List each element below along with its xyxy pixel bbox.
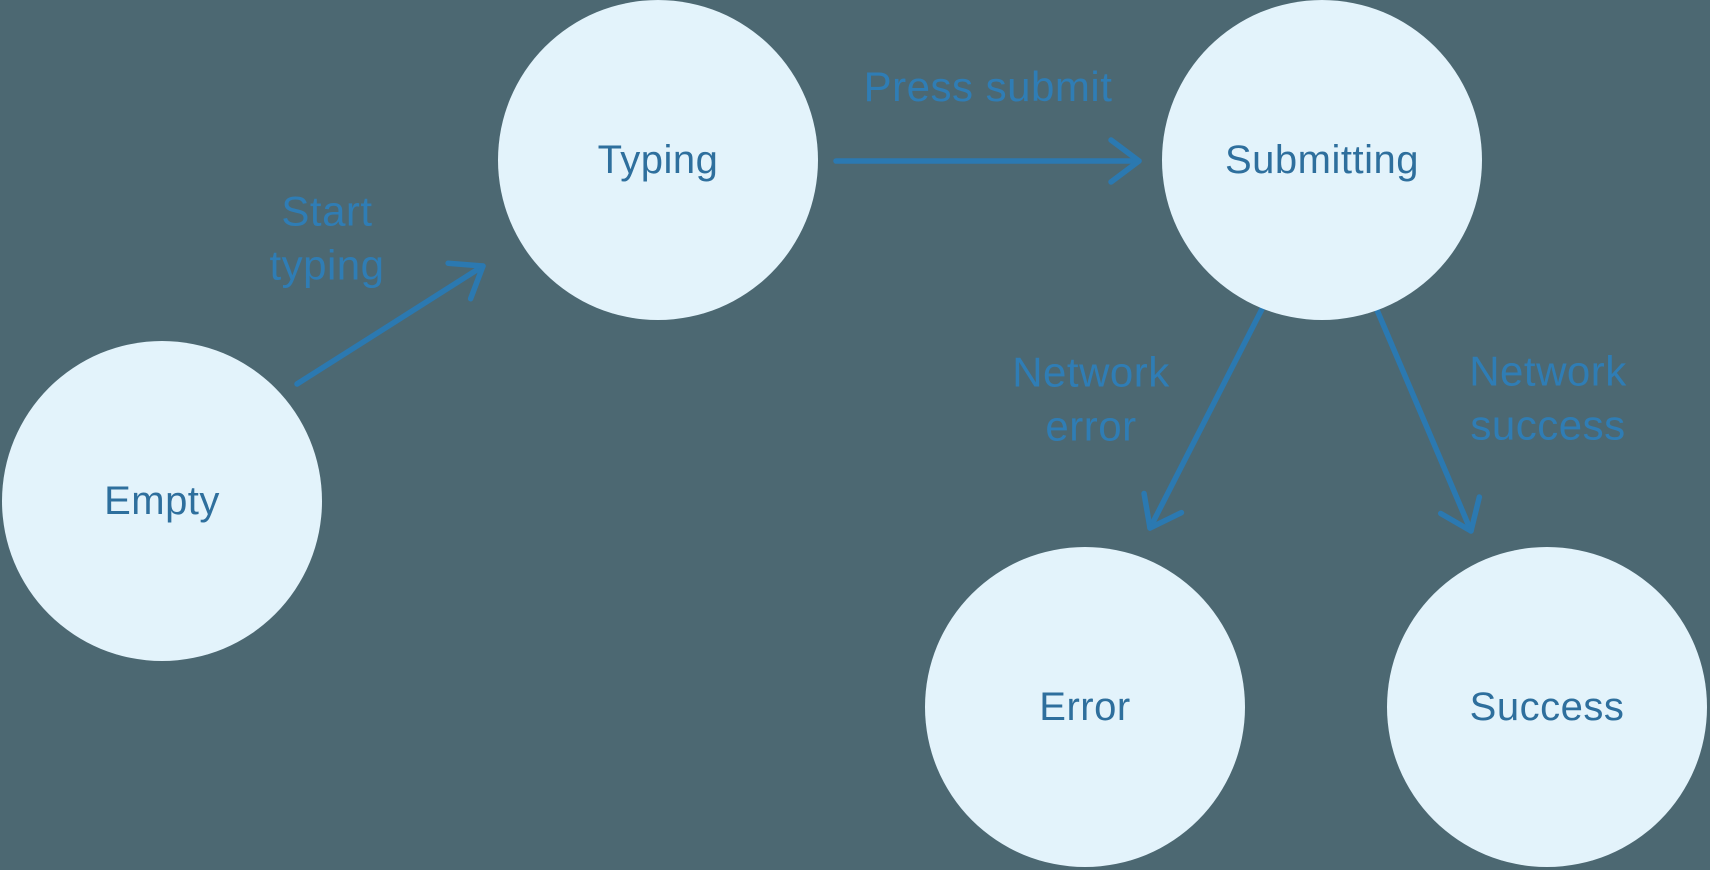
state-node-success: Success [1387,547,1707,867]
state-label-error: Error [1039,684,1131,729]
state-node-typing: Typing [498,0,818,320]
edge-label-press-submit: Press submit [863,63,1113,111]
edge-label-network-success: Network success [1469,347,1627,448]
state-node-empty: Empty [2,341,322,661]
state-label-success: Success [1469,684,1625,729]
edge-label-start-typing: Start typing [269,187,385,288]
state-label-submitting: Submitting [1225,137,1419,182]
state-node-submitting: Submitting [1162,0,1482,320]
state-node-error: Error [925,547,1245,867]
state-label-empty: Empty [104,478,220,523]
edge-label-network-error: Network error [1012,348,1170,449]
state-label-typing: Typing [597,137,719,182]
